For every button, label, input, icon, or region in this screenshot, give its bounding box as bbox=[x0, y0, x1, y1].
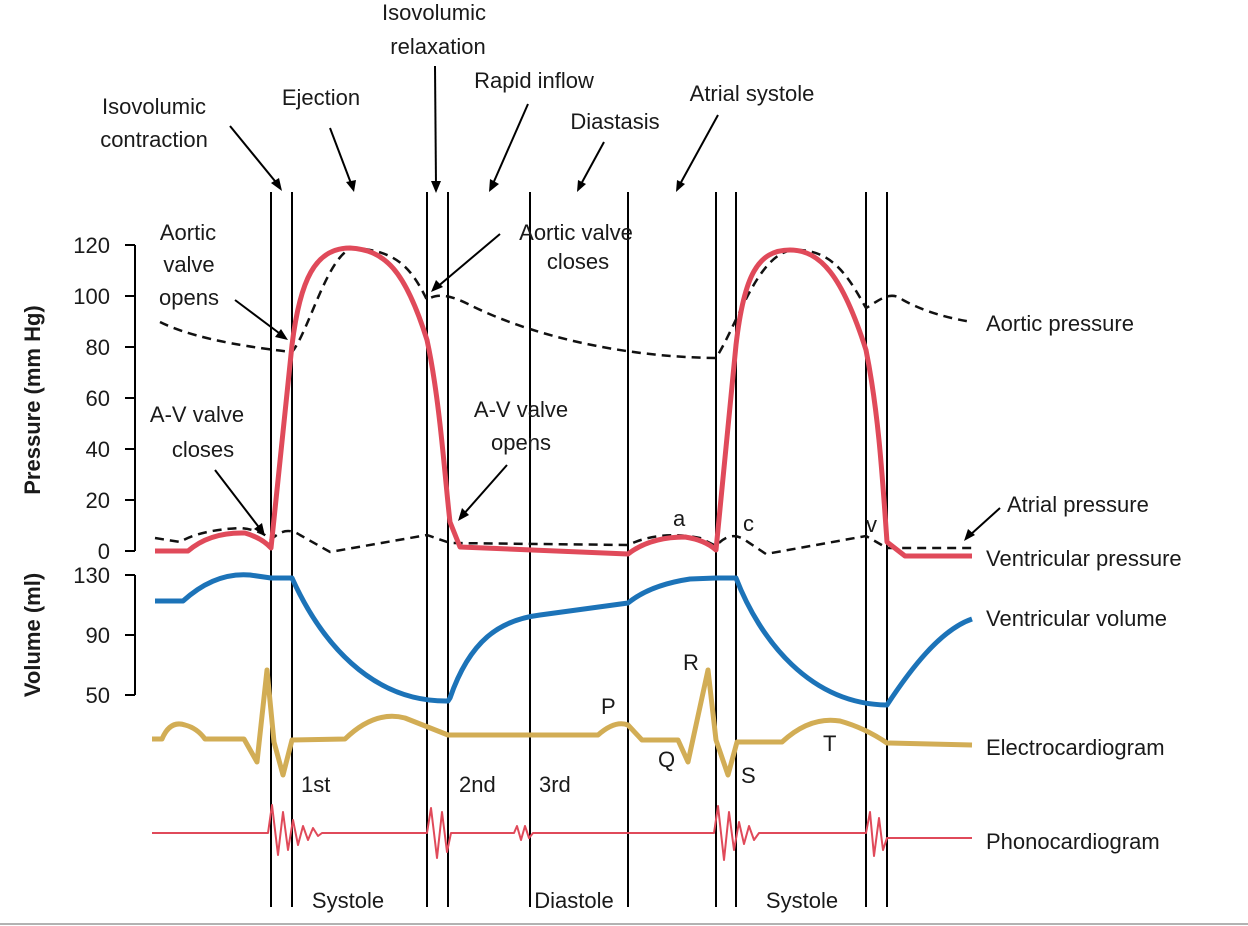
arrow-av-valve-closes bbox=[214, 469, 262, 531]
pressure-tick: 120 bbox=[73, 233, 110, 258]
wave-c: c bbox=[743, 511, 754, 536]
arrow-av-valve-opens bbox=[461, 464, 508, 517]
phase-label-isovolumic-relaxation-2: relaxation bbox=[390, 34, 485, 59]
heart-sound-2nd: 2nd bbox=[459, 772, 496, 797]
volume-tick: 90 bbox=[86, 623, 110, 648]
label-phonocardiogram: Phonocardiogram bbox=[986, 829, 1160, 854]
label-ventricular-volume: Ventricular volume bbox=[986, 606, 1167, 631]
wave-R: R bbox=[683, 650, 699, 675]
event-label-av-valve-opens-2: opens bbox=[491, 430, 551, 455]
arrowhead bbox=[458, 508, 469, 521]
pressure-tick: 60 bbox=[86, 386, 110, 411]
wave-P: P bbox=[601, 694, 616, 719]
phase-label-isovolumic-contraction-2: contraction bbox=[100, 127, 208, 152]
pressure-axis-title: Pressure (mm Hg) bbox=[20, 305, 45, 495]
pressure-tick: 0 bbox=[98, 539, 110, 564]
arrow-atrial-pressure bbox=[968, 507, 1001, 537]
pressure-tick: 40 bbox=[86, 437, 110, 462]
event-label-av-valve-closes-1: A-V valve bbox=[150, 402, 244, 427]
phase-label-ejection: Ejection bbox=[282, 85, 360, 110]
pressure-tick: 80 bbox=[86, 335, 110, 360]
pressure-tick: 100 bbox=[73, 284, 110, 309]
wave-a: a bbox=[673, 506, 686, 531]
arrowhead bbox=[254, 523, 265, 536]
label-atrial-pressure: Atrial pressure bbox=[1007, 492, 1149, 517]
volume-axis: 130 90 50 Volume (ml) bbox=[20, 563, 136, 708]
volume-axis-title: Volume (ml) bbox=[20, 573, 45, 697]
ventricular-pressure-trace bbox=[155, 245, 972, 559]
phase-label-diastasis: Diastasis bbox=[570, 109, 659, 134]
phase-arrows bbox=[229, 65, 719, 193]
event-label-av-valve-opens-1: A-V valve bbox=[474, 397, 568, 422]
event-label-aortic-valve-opens-3: opens bbox=[159, 285, 219, 310]
arrowhead bbox=[431, 280, 443, 292]
ecg-trace bbox=[152, 667, 973, 778]
wave-S: S bbox=[741, 763, 756, 788]
phase-label-isovolumic-contraction-1: Isovolumic bbox=[102, 94, 206, 119]
wave-T: T bbox=[823, 731, 836, 756]
aortic-pressure-trace bbox=[159, 246, 973, 360]
period-diastole: Diastole bbox=[534, 888, 613, 913]
arrowhead bbox=[275, 329, 288, 340]
phase-label-atrial-systole: Atrial systole bbox=[690, 81, 815, 106]
period-systole-1: Systole bbox=[312, 888, 384, 913]
label-electrocardiogram: Electrocardiogram bbox=[986, 735, 1165, 760]
heart-sound-3rd: 3rd bbox=[539, 772, 571, 797]
ventricular-volume-trace bbox=[155, 572, 973, 708]
phonocardiogram-trace bbox=[152, 804, 972, 861]
arrow-aortic-valve-opens bbox=[234, 299, 284, 337]
event-label-aortic-valve-opens-2: valve bbox=[163, 252, 214, 277]
event-label-aortic-valve-closes-1: Aortic valve bbox=[519, 220, 633, 245]
label-aortic-pressure: Aortic pressure bbox=[986, 311, 1134, 336]
heart-sound-1st: 1st bbox=[301, 772, 330, 797]
event-label-aortic-valve-closes-2: closes bbox=[547, 249, 609, 274]
label-ventricular-pressure: Ventricular pressure bbox=[986, 546, 1182, 571]
pressure-tick: 20 bbox=[86, 488, 110, 513]
volume-tick: 50 bbox=[86, 683, 110, 708]
period-systole-2: Systole bbox=[766, 888, 838, 913]
atrial-pressure-trace bbox=[154, 526, 972, 556]
event-label-aortic-valve-opens-1: Aortic bbox=[160, 220, 216, 245]
arrow-aortic-valve-closes bbox=[435, 233, 501, 289]
pressure-axis: 120 100 80 60 40 20 0 Pressure (mm Hg) bbox=[20, 233, 136, 564]
phase-label-rapid-inflow: Rapid inflow bbox=[474, 68, 594, 93]
event-label-av-valve-closes-2: closes bbox=[172, 437, 234, 462]
wave-v: v bbox=[866, 512, 877, 537]
arrowhead bbox=[964, 529, 975, 541]
phase-label-isovolumic-relaxation-1: Isovolumic bbox=[382, 0, 486, 25]
wave-Q: Q bbox=[658, 747, 675, 772]
volume-tick: 130 bbox=[73, 563, 110, 588]
